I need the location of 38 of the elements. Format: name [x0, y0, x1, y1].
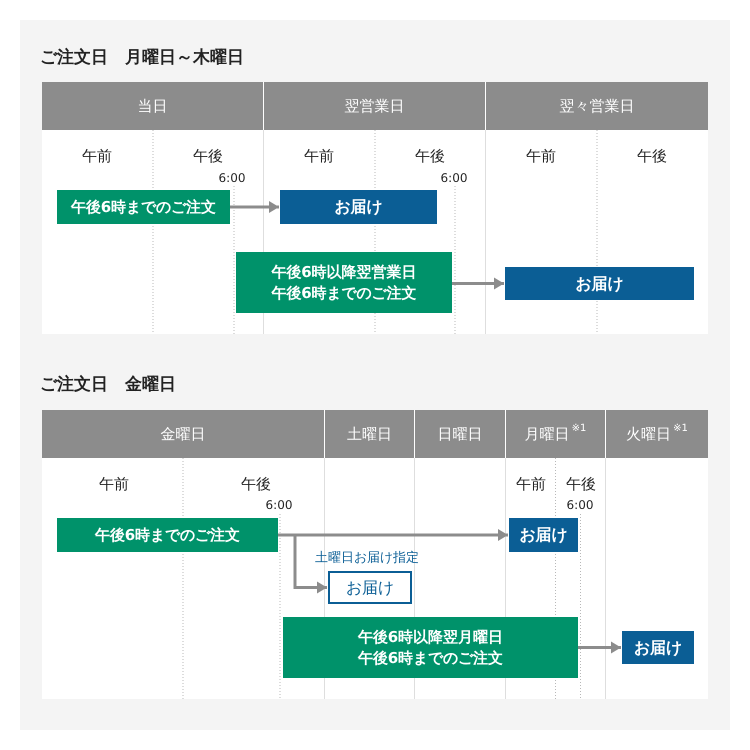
period-label: 午後 — [415, 146, 445, 167]
time-label: 6:00 — [566, 497, 594, 514]
period-label: 午前 — [526, 146, 556, 167]
delivery-box: お届け — [328, 571, 412, 604]
order-box: 午後6時までのご注文 — [57, 518, 278, 552]
node-caption: 土曜日お届け指定 — [315, 549, 419, 568]
column-header: 当日 — [42, 82, 263, 130]
arrow — [278, 534, 327, 594]
section-title: ご注文日 金曜日 — [40, 373, 176, 396]
column-header: 翌々営業日 — [486, 82, 708, 130]
column-header: 翌営業日 — [264, 82, 485, 130]
period-label: 午前 — [304, 146, 334, 167]
period-label: 午後 — [566, 474, 596, 495]
delivery-box: お届け — [505, 267, 694, 300]
column-header: 土曜日 — [325, 410, 414, 458]
column-header: 日曜日 — [415, 410, 505, 458]
column-header: 火曜日$^{※1}$ — [606, 410, 708, 458]
order-box: 午後6時以降翌営業日午後6時までのご注文 — [236, 252, 452, 313]
period-label: 午前 — [82, 146, 112, 167]
period-label: 午前 — [99, 474, 129, 495]
period-label: 午後 — [637, 146, 667, 167]
column-header: 月曜日$^{※1}$ — [506, 410, 605, 458]
section-title: ご注文日 月曜日～木曜日 — [40, 46, 244, 70]
delivery-box: お届け — [509, 518, 578, 552]
period-label: 午前 — [516, 474, 546, 495]
order-box: 午後6時以降翌月曜日午後6時までのご注文 — [283, 617, 578, 678]
column-header: 金曜日 — [42, 410, 324, 458]
time-label: 6:00 — [218, 170, 246, 187]
time-label: 6:00 — [440, 170, 468, 187]
order-box: 午後6時までのご注文 — [57, 190, 230, 224]
arrow — [578, 642, 621, 654]
period-label: 午後 — [193, 146, 223, 167]
arrow — [230, 201, 279, 213]
period-label: 午後 — [241, 474, 271, 495]
arrow — [452, 278, 504, 290]
delivery-box: お届け — [280, 190, 437, 224]
time-label: 6:00 — [266, 497, 292, 514]
delivery-box: お届け — [622, 631, 694, 664]
